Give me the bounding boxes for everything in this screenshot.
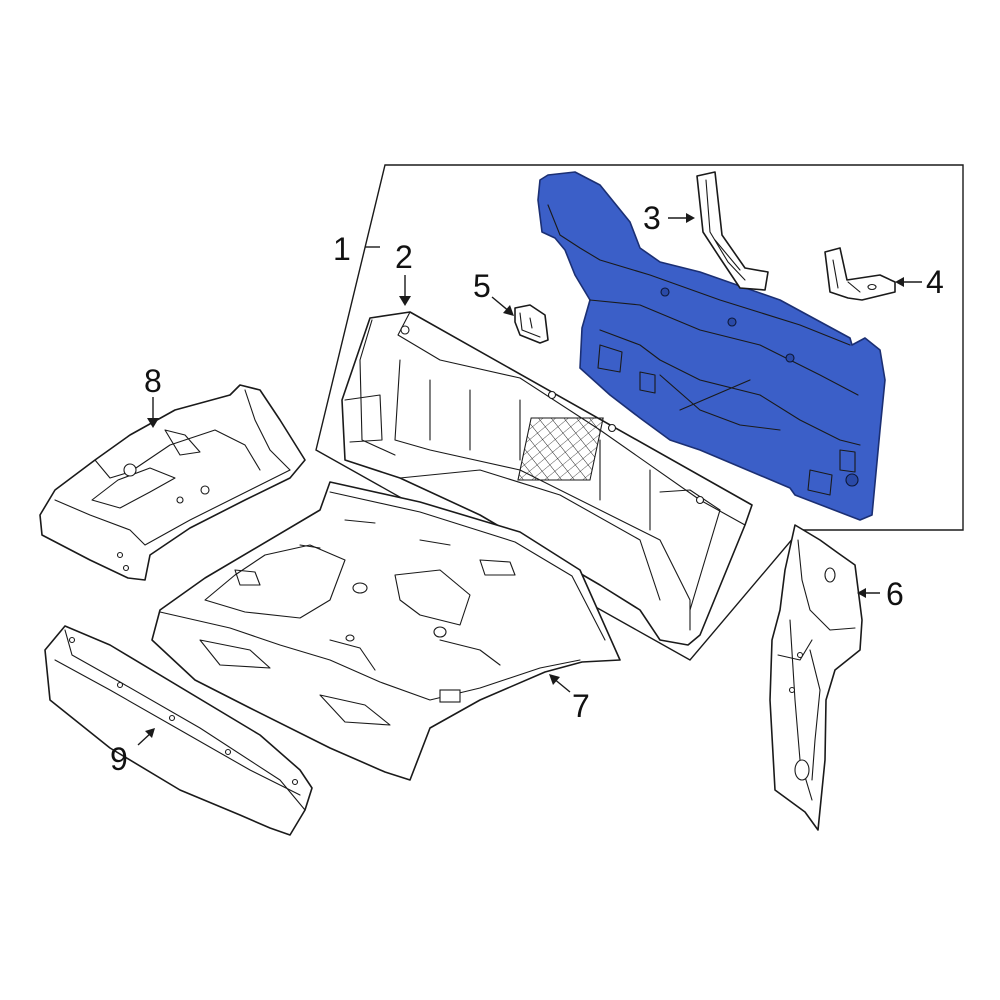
part-2-rear-panel[interactable] [341, 311, 753, 646]
part-6-side-panel[interactable] [769, 524, 863, 831]
leader-lines [137, 213, 922, 746]
callout-3: 3 [643, 200, 661, 236]
part-4-bracket[interactable] [824, 247, 896, 301]
callout-7: 7 [572, 688, 590, 724]
part-3-bracket[interactable] [696, 171, 769, 291]
callout-9: 9 [110, 741, 128, 777]
callout-8: 8 [144, 363, 162, 399]
part-5-bracket[interactable] [514, 304, 549, 344]
callout-5: 5 [473, 268, 491, 304]
part-9-cross-member[interactable] [44, 625, 313, 836]
callout-6: 6 [886, 576, 904, 612]
part-7-floor-pan[interactable] [151, 481, 621, 781]
part-1-highlighted-panel[interactable] [537, 171, 886, 521]
part-8-floor-section[interactable] [39, 384, 306, 581]
callout-1: 1 [333, 231, 351, 267]
callout-2: 2 [395, 239, 413, 275]
callout-4: 4 [926, 264, 944, 300]
